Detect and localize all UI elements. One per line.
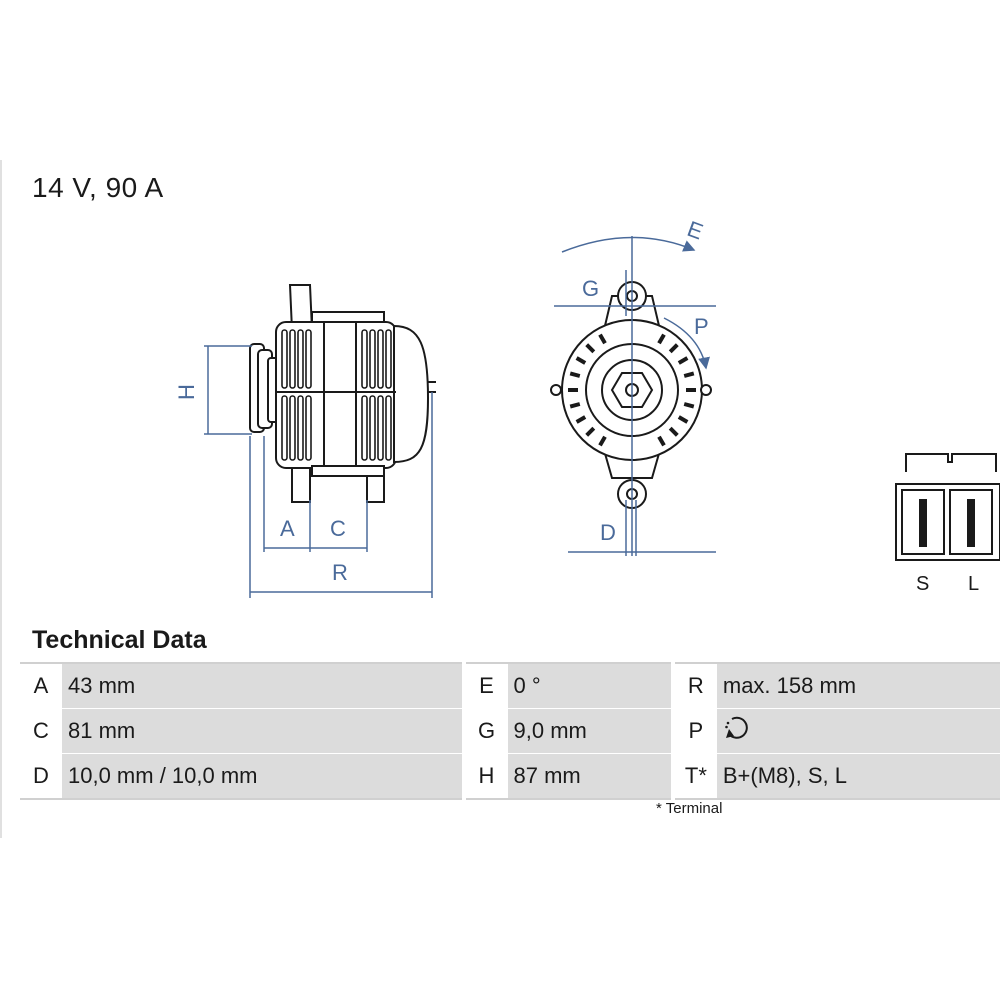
dimension-label-d: D [600, 520, 616, 545]
spec-key: T* [670, 753, 717, 800]
dimension-label-c: C [330, 516, 346, 541]
terminal-label-s: S [916, 573, 929, 595]
vent-slot [677, 415, 689, 424]
vent-slot [677, 356, 689, 365]
spec-key: R [670, 662, 717, 709]
cooling-fin [369, 395, 376, 461]
terminal-footnote: * Terminal [656, 800, 723, 817]
spec-key: C [20, 708, 62, 754]
vent-slot [668, 343, 679, 354]
spec-key: H [461, 753, 508, 800]
dimension-h [204, 345, 252, 435]
spec-value-rotation [716, 708, 1000, 754]
vent-slot [657, 435, 666, 447]
vent-slot [683, 402, 695, 409]
cooling-fin [281, 329, 288, 389]
vent-slot [585, 343, 596, 354]
terminal-connector [895, 453, 1000, 561]
cooling-fin [385, 329, 392, 389]
terminal-label-l: L [968, 573, 979, 595]
dimension-a-c-r [249, 392, 433, 598]
dimension-e-g-p-d [554, 236, 716, 556]
dimension-label-r: R [332, 560, 348, 585]
cooling-fin [377, 395, 384, 461]
spec-value: max. 158 mm [716, 662, 1000, 709]
dimension-label-p: P [694, 314, 709, 339]
cooling-fin [377, 329, 384, 389]
front-view-vent-slots [568, 333, 696, 447]
technical-data-table: A 43 mm E 0 ° R max. 158 mm C 81 mm G 9,… [20, 662, 1000, 800]
spec-value: 87 mm [507, 753, 673, 800]
spec-key: A [20, 662, 62, 709]
vent-slot [569, 402, 581, 409]
cooling-fin [305, 329, 312, 389]
vent-slot [598, 435, 607, 447]
left-border-rule [0, 160, 2, 838]
cooling-fin [361, 395, 368, 461]
vent-slot [585, 426, 596, 437]
cooling-fin [305, 395, 312, 461]
dimension-label-a: A [280, 516, 295, 541]
side-view-cooling-fins [281, 329, 392, 461]
spec-value: 9,0 mm [507, 708, 673, 754]
side-view [249, 284, 436, 503]
table-row: D 10,0 mm / 10,0 mm H 87 mm T* B+(M8), S… [20, 753, 1000, 800]
spec-key: G [461, 708, 508, 754]
cooling-fin [369, 329, 376, 389]
spec-value: 43 mm [62, 662, 464, 709]
cooling-fin [361, 329, 368, 389]
table-row: A 43 mm E 0 ° R max. 158 mm [20, 662, 1000, 709]
cooling-fin [289, 329, 296, 389]
spec-value: 0 ° [507, 662, 673, 709]
vent-slot [569, 371, 581, 378]
cooling-fin [289, 395, 296, 461]
vent-slot [668, 426, 679, 437]
spec-value: B+(M8), S, L [716, 753, 1000, 800]
cooling-fin [281, 395, 288, 461]
vent-slot [575, 356, 587, 365]
dimension-label-e: E [684, 216, 706, 245]
spec-key: D [20, 753, 62, 800]
vent-slot [657, 333, 666, 345]
vent-slot [683, 371, 695, 378]
technical-data-heading: Technical Data [32, 626, 207, 654]
clockwise-rotation-icon [725, 716, 748, 739]
table-row: C 81 mm G 9,0 mm P [20, 708, 1000, 754]
dimension-label-g: G [582, 276, 599, 301]
vent-slot [575, 415, 587, 424]
spec-value: 81 mm [62, 708, 464, 754]
dimension-label-h: H [174, 384, 199, 400]
spec-key: P [670, 708, 717, 754]
cooling-fin [297, 329, 304, 389]
spec-value: 10,0 mm / 10,0 mm [62, 753, 464, 800]
cooling-fin [385, 395, 392, 461]
spec-key: E [461, 662, 508, 709]
alternator-technical-drawing: H A C R E G P [174, 216, 1000, 598]
cooling-fin [297, 395, 304, 461]
page-title: 14 V, 90 A [32, 172, 164, 203]
vent-slot [598, 333, 607, 345]
front-view [550, 281, 712, 509]
